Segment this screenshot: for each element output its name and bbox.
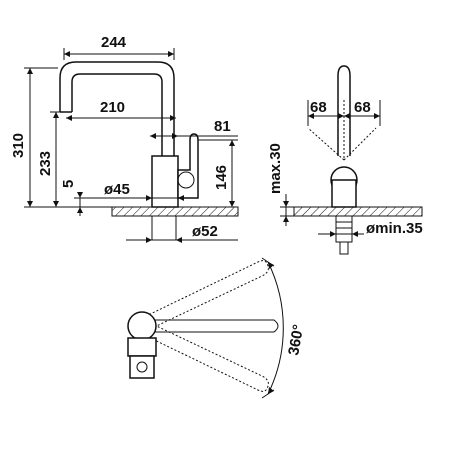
spout-inner: [71, 73, 163, 172]
dim-max-30: max.30: [267, 143, 284, 194]
dim-5: 5: [60, 180, 77, 188]
spout-side: [337, 65, 351, 156]
dim-233: 233: [37, 151, 54, 176]
faucet-body-top: [127, 337, 157, 357]
lever-front: [177, 133, 199, 199]
dim-diameter-52: ø52: [192, 223, 218, 240]
spout-outline: [59, 61, 175, 172]
dim-diameter-45: ø45: [104, 181, 130, 198]
dim-68-left: 68: [310, 99, 327, 116]
dim-rotation-360: 360°: [285, 323, 307, 357]
dim-146: 146: [213, 165, 230, 190]
countertop-side: [293, 206, 423, 217]
top-view: 360°: [127, 257, 307, 399]
spout-pivot-top: [127, 311, 157, 341]
lever-top: [129, 355, 155, 379]
countertop-front: [111, 206, 239, 217]
dim-244: 244: [101, 34, 127, 51]
connector-below-front: [151, 215, 177, 241]
faucet-body-front: [151, 155, 179, 208]
spout-top-main: [139, 319, 279, 333]
dim-81: 81: [214, 118, 231, 135]
dim-min-hole-35: ømin.35: [366, 220, 423, 237]
side-view: 68 68 max.30 ømin.35: [267, 65, 423, 255]
dim-68-right: 68: [354, 99, 371, 116]
faucet-body-side: [331, 179, 357, 208]
front-view: 244 210 81 310 233 5 ø45: [10, 34, 239, 243]
dim-210: 210: [100, 99, 125, 116]
dim-310: 310: [10, 133, 27, 158]
mounting-shank: [335, 215, 353, 243]
